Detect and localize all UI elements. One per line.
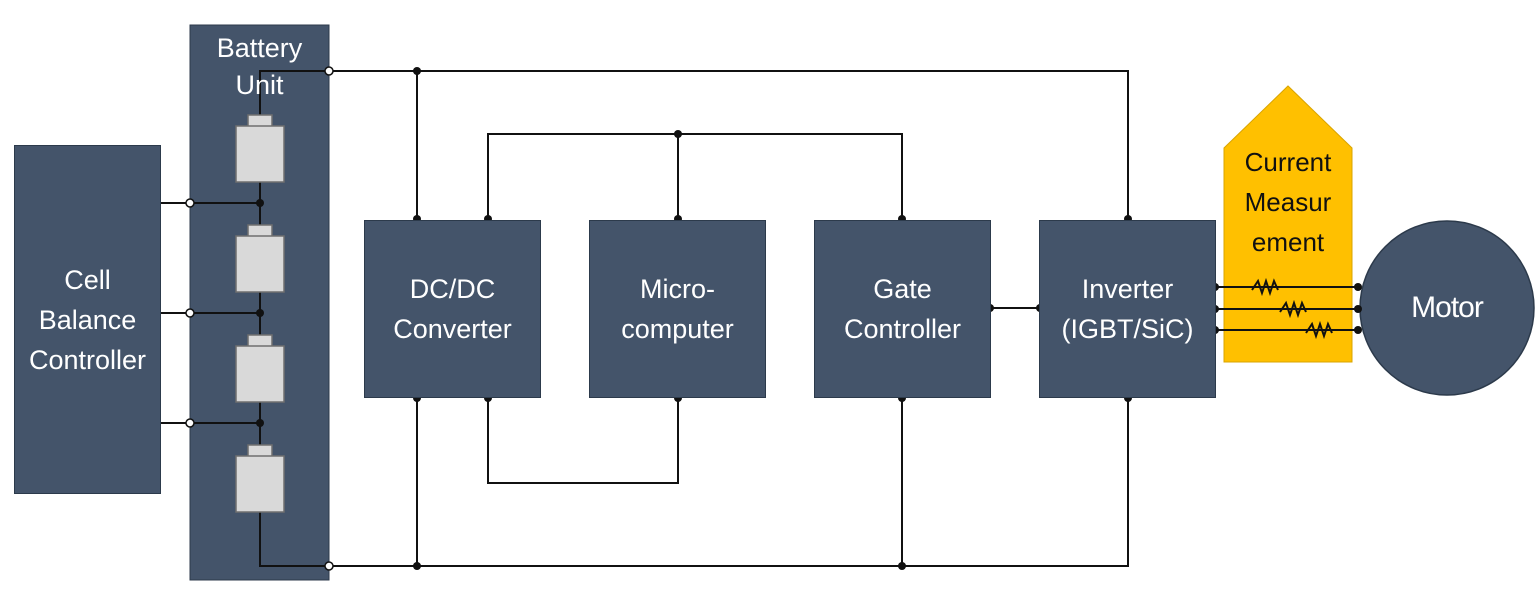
dcdc-converter-block: DC/DC Converter [364,220,541,398]
current-measurement-shape [1223,85,1353,363]
inverter-label-line-2: (IGBT/SiC) [1061,314,1194,344]
current-measurement-label-line-1: Current [1244,147,1332,177]
battery-cell-4 [235,455,285,513]
shunt-resistor-3 [1305,320,1333,340]
gate-controller-label-line-1: Gate [873,274,932,304]
current-measurement-label-line-2: Measur [1244,187,1332,217]
battery-cell-2 [235,235,285,293]
wires [160,70,1358,567]
battery-cell-1 [235,125,285,183]
inverter-label-line-1: Inverter [1081,274,1174,304]
battery-cells [235,114,285,513]
cell-balance-controller-label: Cell Balance Controller [29,260,146,380]
motor-label: Motor [1411,291,1484,324]
battery-cell-1-cap [247,114,273,128]
battery-unit-label-line-2: Unit [235,70,284,100]
battery-cell-4-cap [247,444,273,458]
battery-cell-3 [235,345,285,403]
current-measurement-label-line-3: ement [1251,227,1325,257]
dcdc-converter-label-line-1: DC/DC [409,274,496,304]
dcdc-converter-label: DC/DC Converter [393,269,512,349]
shunt-resistor-1 [1251,277,1279,297]
inverter-label: Inverter (IGBT/SiC) [1062,269,1194,349]
inverter-block: Inverter (IGBT/SiC) [1039,220,1216,398]
cell-balance-controller-label-line-1: Cell [64,264,111,295]
microcomputer-label: Micro- computer [621,269,734,349]
cell-balance-controller-label-line-2: Balance [38,304,137,335]
terminal-dots [185,66,334,571]
current-measurement-label: Current Measur ement [1224,142,1352,262]
battery-cell-2-cap [247,224,273,238]
dcdc-converter-label-line-2: Converter [393,314,512,344]
cell-balance-controller-label-line-3: Controller [28,344,147,375]
shunt-resistor-2 [1279,299,1307,319]
gate-controller-label-line-2: Controller [843,314,962,344]
gate-controller-label: Gate Controller [844,269,961,349]
battery-cell-3-cap [247,334,273,348]
battery-unit-label: Battery Unit [190,30,329,104]
cell-balance-controller-block: Cell Balance Controller [14,145,161,494]
gate-controller-block: Gate Controller [814,220,991,398]
battery-unit-label-line-1: Battery [216,33,303,63]
microcomputer-label-line-1: Micro- [640,274,715,304]
microcomputer-block: Micro- computer [589,220,766,398]
shunt-resistors [1251,277,1333,340]
microcomputer-label-line-2: computer [621,314,734,344]
